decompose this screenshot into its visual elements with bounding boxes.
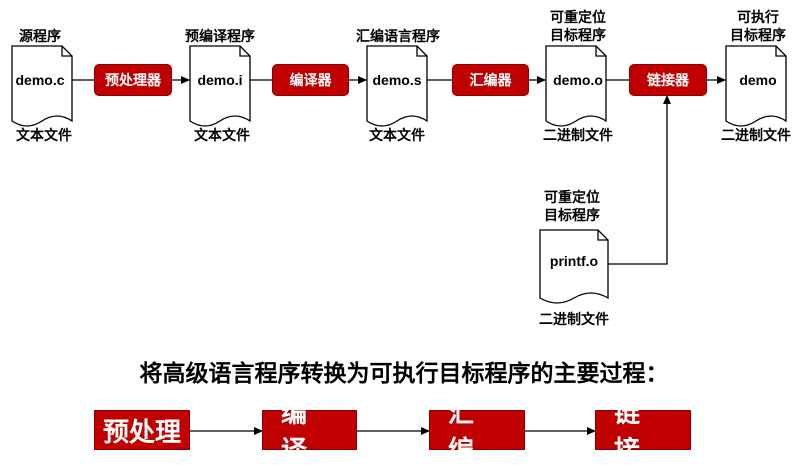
label-relocatable-line1: 可重定位 bbox=[550, 9, 606, 25]
summary-step-preprocess: 预处理 bbox=[94, 410, 190, 450]
label-printf-relocatable-line2: 目标程序 bbox=[544, 207, 600, 223]
file-name-demo-s: demo.s bbox=[372, 72, 421, 88]
label-text-file-s: 文本文件 bbox=[369, 127, 425, 143]
label-executable-line1: 可执行 bbox=[737, 9, 779, 25]
file-name-printf-o: printf.o bbox=[550, 253, 598, 269]
compiler-box: 编译器 bbox=[272, 64, 349, 96]
assembler-box: 汇编器 bbox=[452, 64, 529, 96]
label-source-program: 源程序 bbox=[19, 28, 61, 44]
file-name-demo-i: demo.i bbox=[197, 72, 242, 88]
file-demo-c: demo.c bbox=[11, 45, 73, 127]
label-text-file-i: 文本文件 bbox=[194, 127, 250, 143]
label-binary-file-printf: 二进制文件 bbox=[539, 311, 609, 327]
file-demo-o: demo.o bbox=[545, 45, 607, 127]
file-name-demo-c: demo.c bbox=[15, 72, 64, 88]
arrow-printf-to-linker bbox=[608, 95, 671, 265]
linker-box: 链接器 bbox=[629, 64, 707, 96]
summary-step-link: 链 接 bbox=[595, 398, 691, 465]
file-name-demo-o: demo.o bbox=[553, 72, 603, 88]
summary-step-assemble: 汇 编 bbox=[429, 398, 525, 465]
file-demo-i: demo.i bbox=[189, 45, 251, 127]
summary-step-compile: 编 译 bbox=[262, 398, 357, 465]
file-demo-s: demo.s bbox=[366, 45, 428, 127]
label-assembly-program: 汇编语言程序 bbox=[356, 28, 440, 44]
label-executable-line2: 目标程序 bbox=[730, 27, 786, 43]
summary-headline: 将高级语言程序转换为可执行目标程序的主要过程： bbox=[139, 360, 669, 386]
preprocessor-box: 预处理器 bbox=[94, 64, 172, 96]
label-relocatable-line2: 目标程序 bbox=[550, 27, 606, 43]
file-name-demo-exe: demo bbox=[739, 72, 776, 88]
label-text-file-c: 文本文件 bbox=[16, 127, 72, 143]
label-preprocessed-program: 预编译程序 bbox=[185, 28, 255, 44]
file-demo-exe: demo bbox=[725, 45, 787, 127]
file-printf-o: printf.o bbox=[539, 229, 609, 304]
label-printf-relocatable-line1: 可重定位 bbox=[544, 189, 600, 205]
label-binary-file-o: 二进制文件 bbox=[543, 127, 613, 143]
label-binary-file-exe: 二进制文件 bbox=[721, 127, 791, 143]
